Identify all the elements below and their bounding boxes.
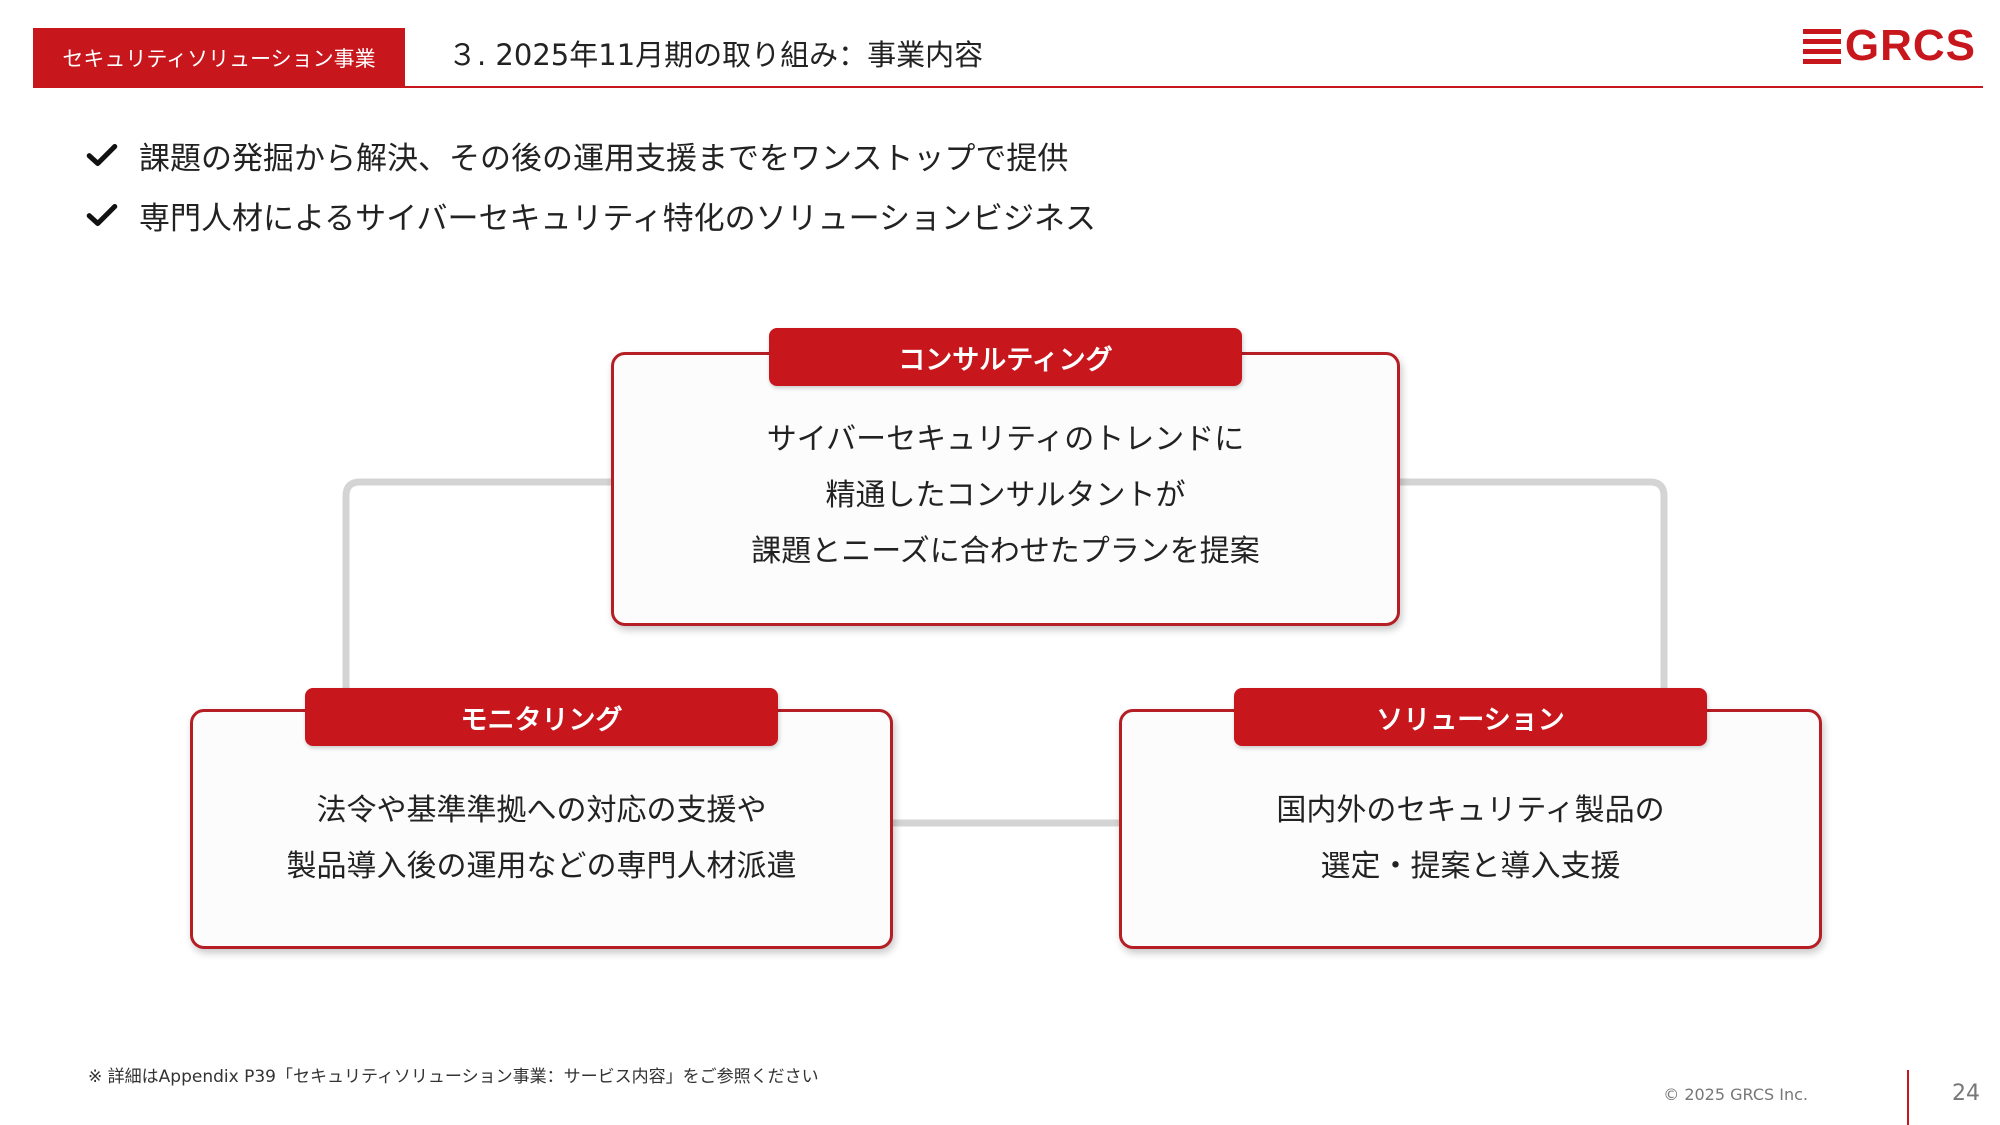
solution-line: 選定・提案と導入支援 xyxy=(1320,849,1621,884)
bullet-text: 課題の発掘から解決、その後の運用支援までをワンストップで提供 xyxy=(139,140,1069,177)
consulting-line: サイバーセキュリティのトレンドに xyxy=(766,422,1245,457)
check-icon xyxy=(86,203,118,227)
header-divider xyxy=(33,86,1983,88)
check-icon xyxy=(86,143,118,167)
footnote: ※ 詳細はAppendix P39「セキュリティソリューション事業：サービス内容… xyxy=(88,1067,819,1087)
solution-line: 国内外のセキュリティ製品の xyxy=(1276,793,1665,828)
section-tag: セキュリティソリューション事業 xyxy=(33,28,405,87)
copyright: © 2025 GRCS Inc. xyxy=(1663,1085,1808,1104)
connector-consulting-solution xyxy=(1398,478,1668,700)
monitoring-label: モニタリング xyxy=(305,688,778,746)
bullet-text: 専門人材によるサイバーセキュリティ特化のソリューションビジネス xyxy=(139,200,1096,237)
bullet-item: 課題の発掘から解決、その後の運用支援までをワンストップで提供 xyxy=(85,125,1096,185)
page-number: 24 xyxy=(1952,1081,1980,1106)
grcs-logo: GRCS xyxy=(1802,21,1976,70)
bullet-list: 課題の発掘から解決、その後の運用支援までをワンストップで提供 専門人材によるサイ… xyxy=(85,125,1096,245)
page-title: ３. 2025年11月期の取り組み：事業内容 xyxy=(448,38,984,72)
solution-box: 国内外のセキュリティ製品の 選定・提案と導入支援 xyxy=(1119,709,1822,949)
connector-consulting-monitoring xyxy=(342,478,612,700)
monitoring-line: 法令や基準準拠への対応の支援や xyxy=(316,793,767,828)
consulting-label: コンサルティング xyxy=(769,328,1242,386)
consulting-line: 精通したコンサルタントが xyxy=(825,478,1186,513)
logo-stripes-icon xyxy=(1802,28,1841,64)
consulting-line: 課題とニーズに合わせたプランを提案 xyxy=(751,534,1260,569)
bullet-item: 専門人材によるサイバーセキュリティ特化のソリューションビジネス xyxy=(85,185,1096,245)
monitoring-box: 法令や基準準拠への対応の支援や 製品導入後の運用などの専門人材派遣 xyxy=(190,709,893,949)
consulting-box: サイバーセキュリティのトレンドに 精通したコンサルタントが 課題とニーズに合わせ… xyxy=(611,352,1400,626)
footer-divider xyxy=(1907,1070,1909,1125)
monitoring-line: 製品導入後の運用などの専門人材派遣 xyxy=(286,849,797,884)
logo-text: GRCS xyxy=(1844,21,1976,70)
solution-label: ソリューション xyxy=(1234,688,1707,746)
